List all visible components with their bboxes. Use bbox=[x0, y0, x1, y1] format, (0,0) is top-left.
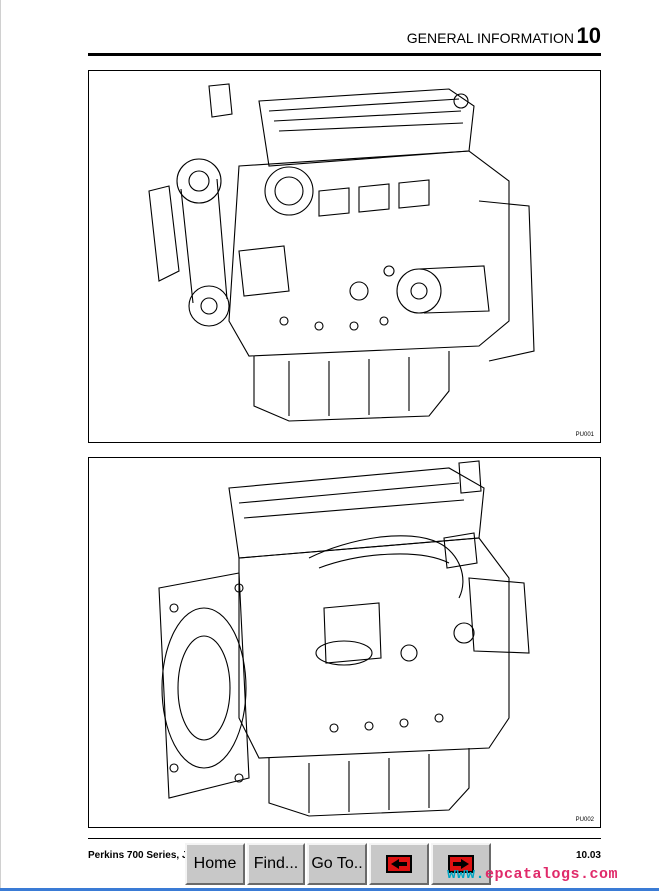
section-title: GENERAL INFORMATION bbox=[406, 30, 574, 46]
find-button[interactable]: Find... bbox=[247, 843, 305, 885]
arrow-left-icon bbox=[386, 855, 412, 873]
home-button[interactable]: Home bbox=[185, 843, 245, 885]
previous-page-button[interactable] bbox=[369, 843, 429, 885]
navigation-toolbar: Home Find... Go To.. bbox=[185, 843, 491, 885]
goto-button[interactable]: Go To.. bbox=[307, 843, 367, 885]
footer-rule bbox=[88, 838, 601, 839]
page-edge bbox=[0, 0, 1, 891]
arrow-right-icon bbox=[448, 855, 474, 873]
header-rule bbox=[88, 53, 601, 56]
watermark-domain: epcatalogs.com bbox=[485, 866, 619, 883]
engine-drawing-rear bbox=[158, 460, 530, 817]
chapter-number: 10 bbox=[576, 23, 601, 48]
page-number: 10.03 bbox=[575, 850, 601, 861]
engine-drawing-front bbox=[148, 83, 535, 422]
footer-document-title: Perkins 700 Series, J bbox=[88, 850, 188, 861]
bottom-border bbox=[0, 888, 659, 891]
figure-code: PU002 bbox=[575, 817, 594, 823]
watermark-prefix: www. bbox=[447, 866, 486, 883]
engine-figure-rear: PU002 bbox=[88, 457, 601, 828]
watermark-text: www.epcatalogs.com bbox=[447, 866, 618, 883]
next-page-button[interactable] bbox=[431, 843, 491, 885]
figure-code: PU001 bbox=[575, 432, 594, 438]
engine-figure-front: PU001 bbox=[88, 70, 601, 443]
